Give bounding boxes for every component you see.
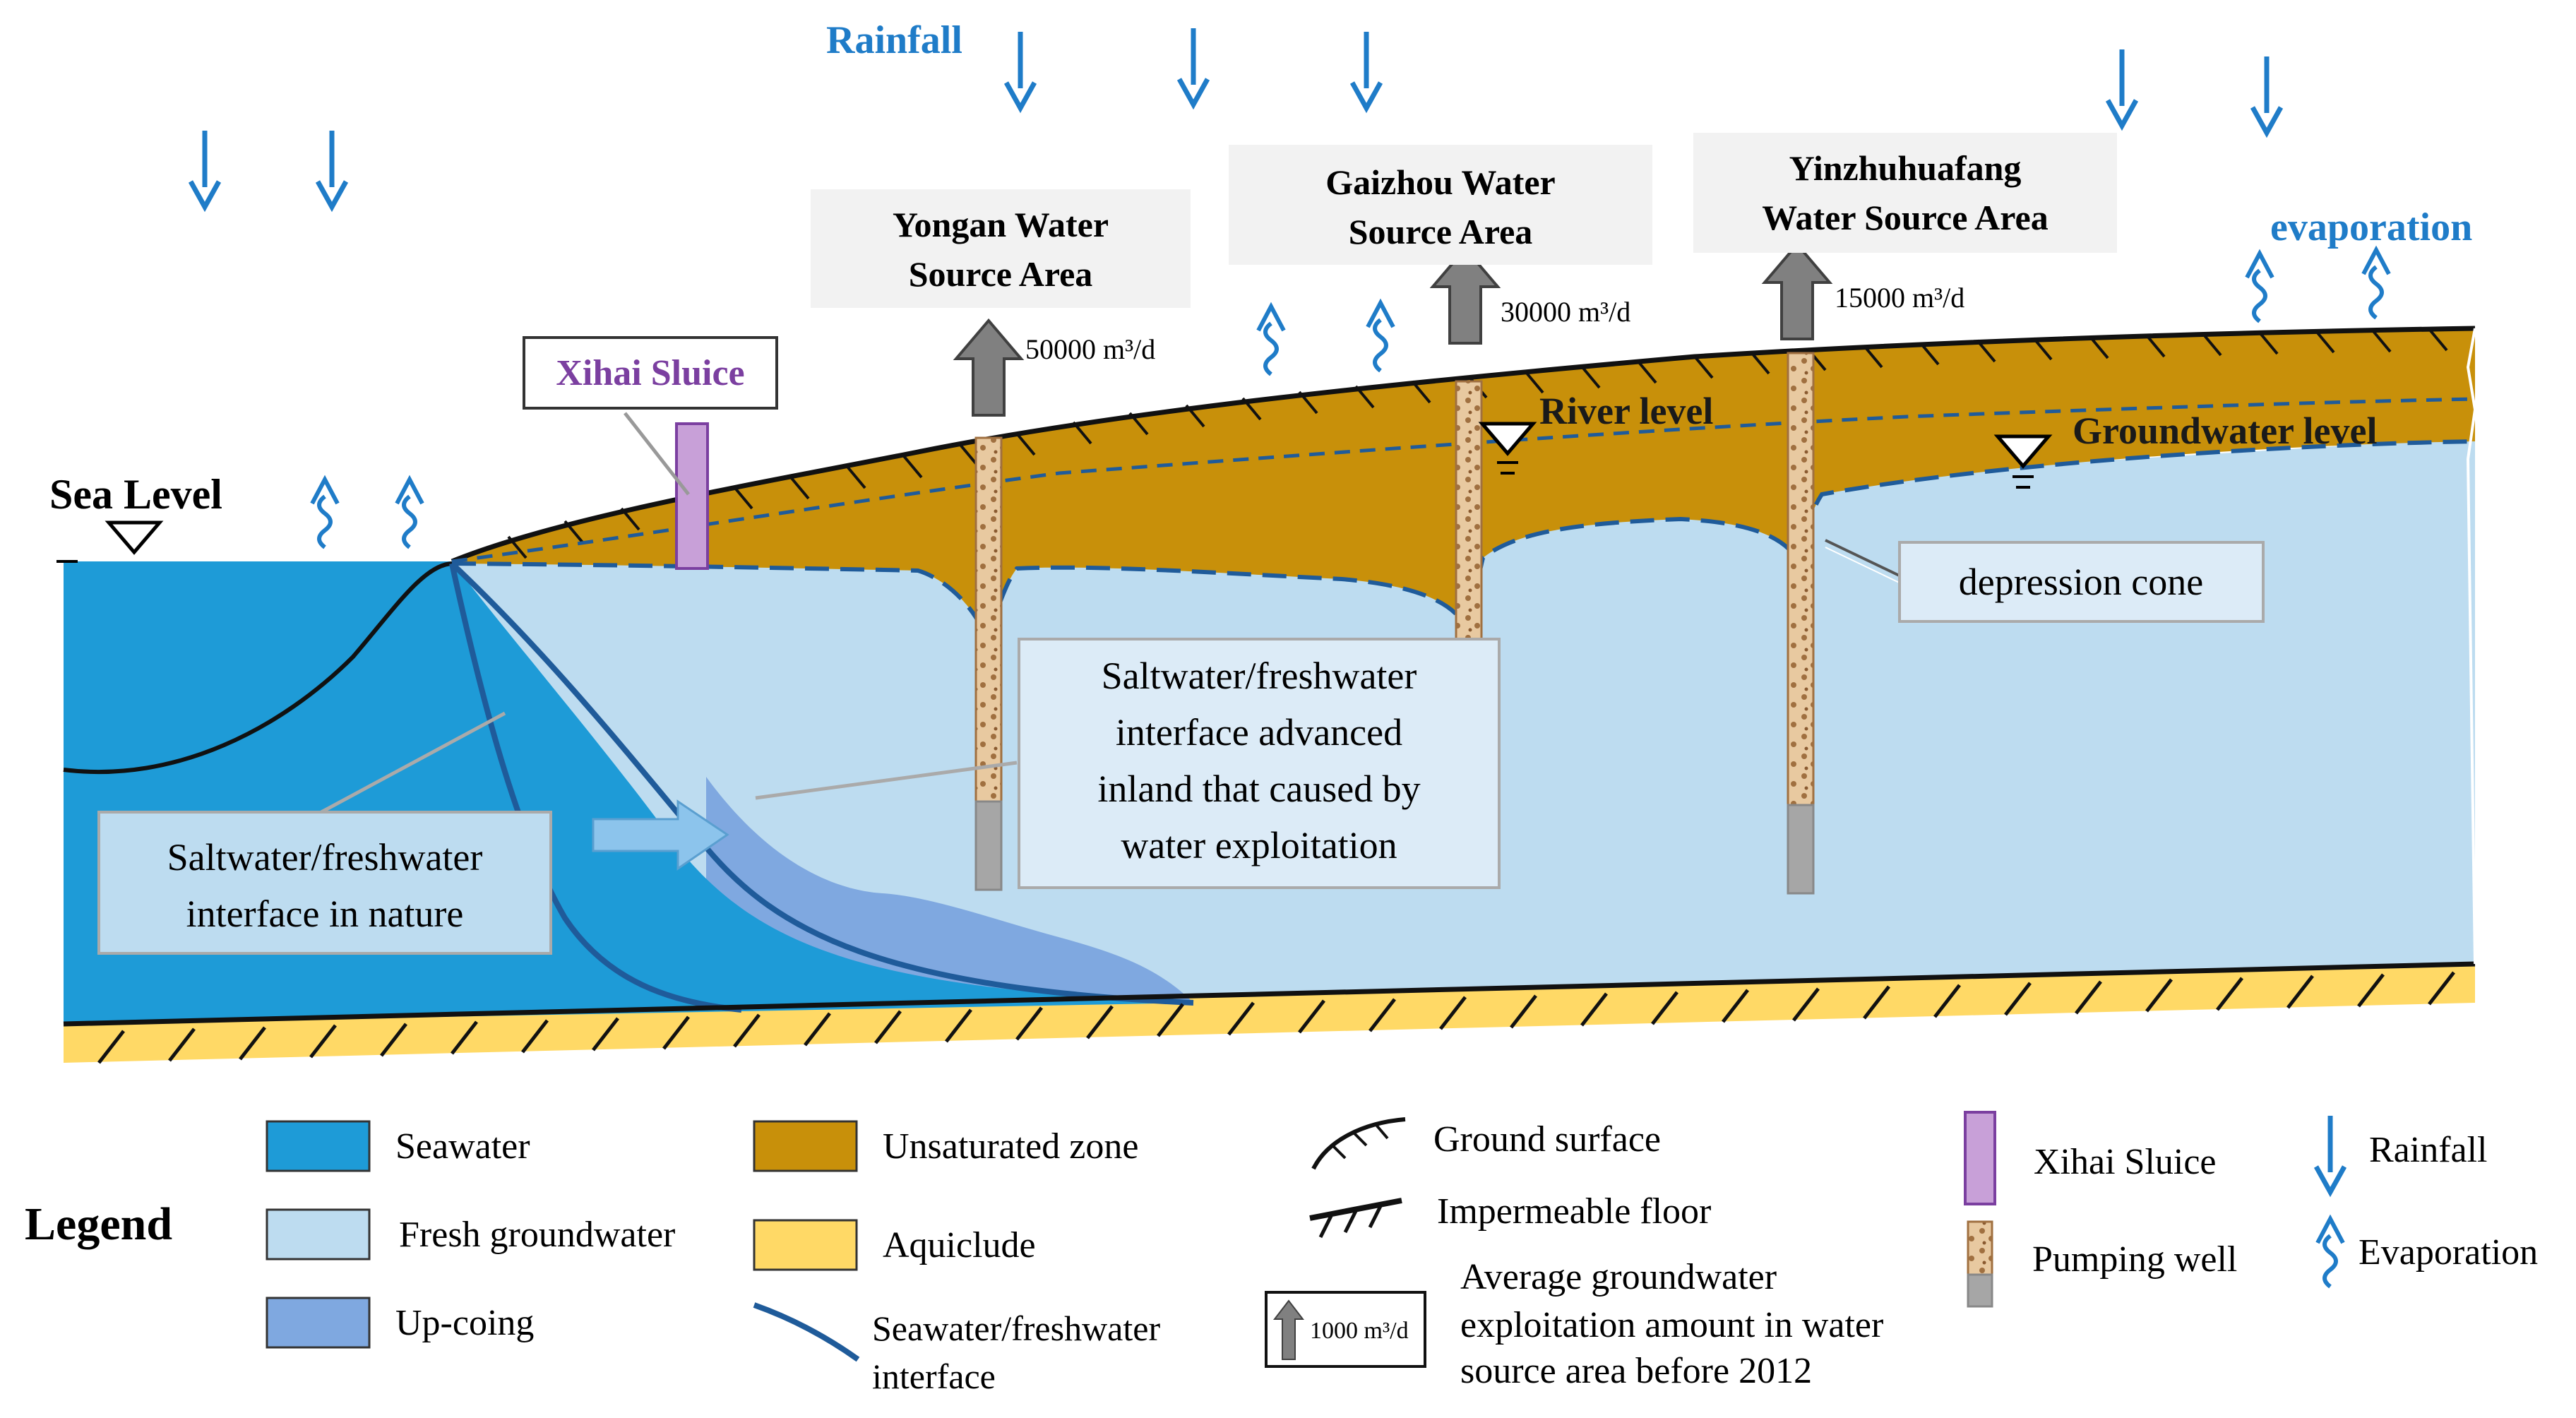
legend-fresh-label: Fresh groundwater <box>399 1215 675 1255</box>
legend-avg-label-1: Average groundwater <box>1460 1257 1777 1297</box>
advanced-callout-4: water exploitation <box>1121 824 1397 866</box>
evaporation-wave-icon-5 <box>2247 254 2272 321</box>
nature-callout-1: Saltwater/freshwater <box>167 836 483 878</box>
legend-ground-surface-icon <box>1311 1117 1406 1170</box>
yongan-box <box>811 189 1191 308</box>
sea-level-label: Sea Level <box>49 471 222 518</box>
up-arrow-icon-yongan <box>955 319 1022 417</box>
depression-cone-leader <box>1825 539 1907 580</box>
groundwater-level-label: Groundwater level <box>2073 410 2377 452</box>
section-right-edge <box>2466 328 2477 965</box>
advanced-callout-leader <box>755 761 1018 800</box>
advanced-callout-1: Saltwater/freshwater <box>1102 655 1417 697</box>
yinzhu-amount: 15000 m³/d <box>1835 282 1964 314</box>
legend-avg-label-2: exploitation amount in water <box>1460 1305 1883 1345</box>
rain-arrow-icon-3 <box>1006 32 1034 108</box>
legend-unsaturated-swatch <box>753 1120 858 1172</box>
legend-avg-label-3: source area before 2012 <box>1460 1351 1812 1391</box>
yinzhu-label-1: Yinzhuhuafang <box>1789 148 2022 188</box>
legend-upconing-label: Up-coing <box>395 1303 534 1343</box>
depression-cone-leader-hl <box>1825 547 1907 587</box>
up-arrow-icon-yinzhu <box>1763 243 1831 340</box>
legend-well-label: Pumping well <box>2032 1239 2237 1280</box>
xihai-sluice-label: Xihai Sluice <box>556 353 744 393</box>
nature-callout-leader <box>320 711 506 814</box>
legend-interface-label-1: Seawater/freshwater <box>872 1309 1160 1348</box>
legend-sluice-label: Xihai Sluice <box>2034 1142 2217 1182</box>
intrusion-direction-arrow <box>592 799 729 871</box>
legend-interface-line-icon <box>753 1302 860 1362</box>
ground-surface-hatch <box>507 328 2448 559</box>
yongan-label-2: Source Area <box>909 254 1093 294</box>
gaizhou-label-2: Source Area <box>1349 212 1533 251</box>
legend-seawater-swatch <box>266 1120 371 1172</box>
legend-evaporation-label: Evaporation <box>2359 1232 2538 1273</box>
legend-title: Legend <box>25 1198 172 1250</box>
legend-aquiclude-swatch <box>753 1219 858 1271</box>
rain-arrow-icon-2 <box>318 131 346 207</box>
rain-arrow-icon-6 <box>2108 49 2136 126</box>
gaizhou-amount: 30000 m³/d <box>1501 296 1630 328</box>
legend-up-arrow-icon <box>1272 1299 1305 1360</box>
gaizhou-label-1: Gaizhou Water <box>1325 162 1555 202</box>
interface-advanced-line <box>450 561 1194 1006</box>
legend-unsaturated-label: Unsaturated zone <box>883 1126 1138 1167</box>
legend-well-icon <box>1967 1220 1993 1308</box>
interface-nature-line <box>449 563 742 1013</box>
yongan-amount: 50000 m³/d <box>1025 333 1155 365</box>
evaporation-wave-icon-4 <box>1368 303 1393 371</box>
advanced-callout-box <box>1018 638 1501 889</box>
yinzhu-box <box>1693 133 2117 253</box>
advanced-callout-2: interface advanced <box>1116 711 1402 753</box>
nature-callout-box <box>97 811 552 955</box>
legend-upconing-swatch <box>266 1297 371 1349</box>
xihai-sluice-box <box>523 336 778 410</box>
legend-rainfall-label: Rainfall <box>2369 1130 2488 1170</box>
pumping-well-yinzhu <box>1787 352 1815 895</box>
legend-evaporation-wave-icon <box>2318 1219 2343 1287</box>
advanced-callout-3: inland that caused by <box>1097 768 1420 810</box>
ground-surface-line <box>451 326 2476 564</box>
up-coning-zone <box>706 777 1193 1003</box>
legend-impermeable-label: Impermeable floor <box>1437 1191 1711 1232</box>
impermeable-floor-line <box>63 961 2476 1027</box>
impermeable-floor-hatch <box>97 971 2455 1064</box>
legend-avg-box-label: 1000 m³/d <box>1310 1318 1409 1344</box>
xihai-sluice-leader <box>624 412 690 496</box>
legend-fresh-swatch <box>266 1208 371 1261</box>
evaporation-wave-icon-3 <box>1258 306 1284 374</box>
evaporation-wave-icon-2 <box>397 479 422 547</box>
yinzhu-label-2: Water Source Area <box>1762 198 2049 237</box>
depression-cone-box <box>1898 541 2265 623</box>
river-level-label: River level <box>1539 390 1713 432</box>
rain-arrow-icon-5 <box>1352 32 1381 108</box>
rain-arrow-icon-1 <box>191 131 219 207</box>
evaporation-wave-icon-6 <box>2363 250 2389 318</box>
gaizhou-box <box>1229 145 1652 265</box>
legend-rain-arrow-icon <box>2316 1116 2344 1192</box>
legend-sluice-icon <box>1964 1111 1996 1205</box>
evaporation-wave-icon-1 <box>312 479 338 547</box>
legend-seawater-label: Seawater <box>395 1126 530 1167</box>
legend-impermeable-icon <box>1309 1198 1402 1239</box>
rain-arrow-icon-4 <box>1179 28 1208 105</box>
legend-ground-surface-label: Ground surface <box>1433 1119 1661 1160</box>
natural-ridge-line <box>63 561 453 775</box>
xihai-sluice <box>675 422 709 570</box>
pumping-well-yongan <box>974 436 1003 891</box>
legend-aquiclude-label: Aquiclude <box>883 1225 1036 1265</box>
evaporation-label: evaporation <box>2270 205 2472 249</box>
depression-cone-label: depression cone <box>1959 561 2203 603</box>
legend-interface-label-2: interface <box>872 1357 996 1396</box>
rain-arrow-icon-7 <box>2253 56 2281 133</box>
nature-callout-2: interface in nature <box>186 893 464 935</box>
yongan-label-1: Yongan Water <box>893 205 1109 244</box>
aquiclude-layer <box>64 964 2475 1063</box>
rainfall-label: Rainfall <box>826 18 962 62</box>
sea-level-triangle-icon <box>109 523 160 552</box>
